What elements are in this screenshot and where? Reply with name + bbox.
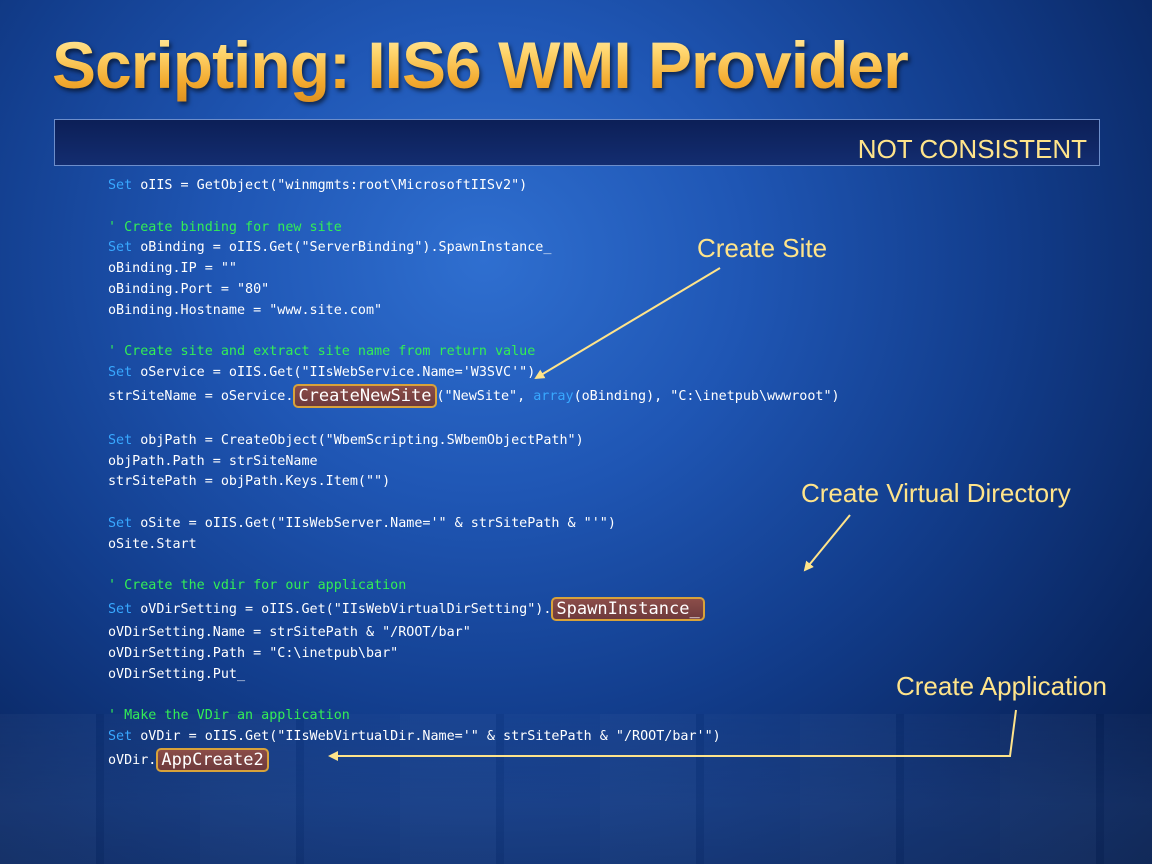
code-line: ' Create the vdir for our application — [108, 576, 840, 597]
code-text: oService = oIIS.Get("IIsWebService.Name=… — [132, 365, 536, 381]
code-line: oVDirSetting.Put_ — [108, 665, 840, 686]
code-comment: ' Make the VDir an application — [108, 708, 350, 724]
arrow-create-site — [534, 267, 721, 380]
code-keyword: Set — [108, 602, 133, 618]
code-comment: ' Create binding for new site — [108, 219, 342, 235]
code-line: Set oService = oIIS.Get("IIsWebService.N… — [108, 363, 840, 384]
code-line: oVDirSetting.Path = "C:\inetpub\bar" — [108, 644, 840, 665]
highlight-spawn-instance: SpawnInstance_ — [551, 597, 705, 622]
code-line: Set objPath = CreateObject("WbemScriptin… — [108, 431, 840, 452]
code-line: ' Create binding for new site — [108, 218, 840, 239]
code-text: oVDir. — [108, 752, 157, 768]
code-line: Set oVDirSetting = oIIS.Get("IIsWebVirtu… — [108, 597, 840, 623]
code-text: strSiteName = oService. — [108, 388, 294, 404]
code-line: strSiteName = oService.CreateNewSite("Ne… — [108, 383, 840, 410]
code-line: ' Create site and extract site name from… — [108, 342, 840, 363]
code-text: ("NewSite", — [436, 388, 534, 404]
highlight-create-new-site: CreateNewSite — [293, 383, 437, 408]
code-line: oVDir.AppCreate2 — [108, 747, 840, 774]
code-block: Set oIIS = GetObject("winmgmts:root\Micr… — [108, 176, 840, 774]
code-text: objPath.Path = strSiteName — [108, 453, 318, 469]
callout-create-application: Create Application — [896, 671, 1108, 701]
code-keyword: Set — [108, 365, 133, 381]
code-line: oSite.Start — [108, 535, 840, 556]
code-line: objPath.Path = strSiteName — [108, 452, 840, 473]
code-keyword: Set — [108, 729, 133, 745]
status-banner: NOT CONSISTENT — [54, 119, 1100, 166]
callout-create-virtual-directory: Create Virtual Directory — [801, 478, 1071, 508]
code-line: Set oBinding = oIIS.Get("ServerBinding")… — [108, 238, 840, 259]
code-text: oBinding.Port = "80" — [108, 281, 270, 297]
code-text: oBinding = oIIS.Get("ServerBinding").Spa… — [132, 240, 552, 256]
callout-create-site: Create Site — [697, 233, 828, 263]
code-text: oVDirSetting.Path = "C:\inetpub\bar" — [108, 645, 399, 661]
code-text: oVDir = oIIS.Get("IIsWebVirtualDir.Name=… — [132, 729, 721, 745]
code-line: strSitePath = objPath.Keys.Item("") — [108, 472, 840, 493]
code-text: strSitePath = objPath.Keys.Item("") — [108, 474, 391, 490]
code-keyword: Set — [108, 178, 133, 193]
code-line: ' Make the VDir an application — [108, 706, 840, 727]
arrow-create-virtual-directory — [803, 514, 851, 572]
code-keyword: array — [533, 388, 574, 404]
code-text: oSite.Start — [108, 536, 197, 552]
code-text: oVDirSetting = oIIS.Get("IIsWebVirtualDi… — [132, 602, 552, 618]
code-text: oVDirSetting.Name = strSitePath & "/ROOT… — [108, 625, 471, 641]
highlight-app-create2: AppCreate2 — [156, 747, 269, 772]
arrow-create-application — [328, 709, 1017, 761]
banner-text: NOT CONSISTENT — [857, 134, 1087, 164]
code-text: (oBinding), "C:\inetpub\wwwroot") — [573, 388, 840, 404]
code-line: oVDirSetting.Name = strSitePath & "/ROOT… — [108, 623, 840, 644]
code-line: Set oIIS = GetObject("winmgmts:root\Micr… — [108, 176, 840, 197]
code-text: oSite = oIIS.Get("IIsWebServer.Name='" &… — [132, 515, 616, 531]
code-comment: ' Create site and extract site name from… — [108, 344, 536, 360]
code-line: Set oSite = oIIS.Get("IIsWebServer.Name=… — [108, 514, 840, 535]
slide-title: Scripting: IIS6 WMI Provider — [52, 22, 909, 108]
code-line: oBinding.IP = "" — [108, 259, 840, 280]
code-line: oBinding.Port = "80" — [108, 280, 840, 301]
code-text: oBinding.IP = "" — [108, 261, 237, 277]
code-keyword: Set — [108, 240, 133, 256]
code-keyword: Set — [108, 515, 133, 531]
code-keyword: Set — [108, 432, 133, 448]
code-text: oVDirSetting.Put_ — [108, 666, 246, 682]
code-line: Set oVDir = oIIS.Get("IIsWebVirtualDir.N… — [108, 727, 840, 748]
background-tiles — [0, 714, 1152, 864]
code-text: objPath = CreateObject("WbemScripting.SW… — [132, 432, 584, 448]
code-line: oBinding.Hostname = "www.site.com" — [108, 301, 840, 322]
code-text: oIIS = GetObject("winmgmts:root\Microsof… — [132, 178, 528, 193]
code-comment: ' Create the vdir for our application — [108, 578, 407, 594]
code-text: oBinding.Hostname = "www.site.com" — [108, 302, 383, 318]
